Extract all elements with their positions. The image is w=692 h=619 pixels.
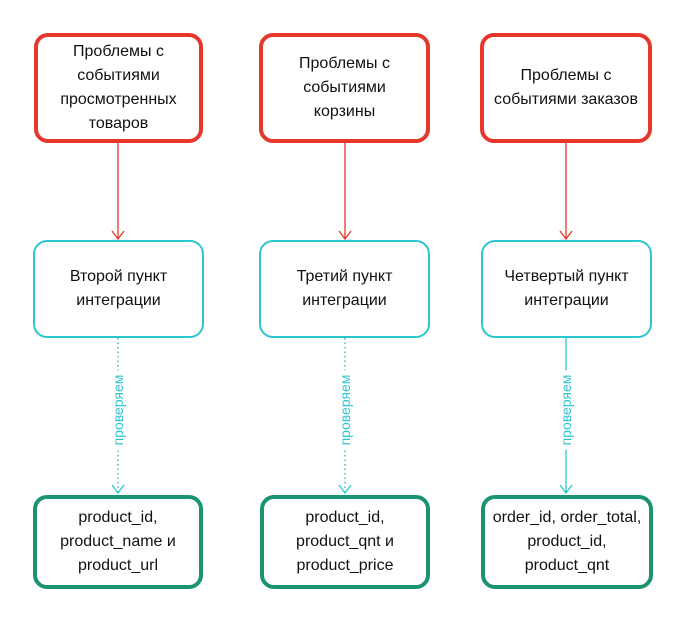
arrowhead-problem-to-step-1	[111, 230, 125, 241]
check-label-2: проверяем	[337, 370, 353, 450]
fields-text-3: order_id, order_total, product_id, produ…	[492, 509, 642, 574]
check-label-3: проверяем	[558, 370, 574, 450]
step-text-3: Четвертый пункт интеграции	[504, 268, 629, 309]
arrowhead-problem-to-step-3	[559, 230, 573, 241]
arrowhead-problem-to-step-2	[338, 230, 352, 241]
arrowhead-step-to-fields-3	[559, 484, 573, 495]
step-text-1: Второй пункт интеграции	[69, 268, 168, 309]
step-text-2: Третий пункт интеграции	[296, 268, 393, 309]
fields-text-2: product_id, product_qnt и product_price	[296, 509, 394, 574]
fields-box-orders: order_id, order_total, product_id, produ…	[481, 495, 653, 589]
problem-box-orders: Проблемы с событиями заказов	[480, 33, 652, 143]
problem-box-viewed-products: Проблемы с событиями просмотренных товар…	[34, 33, 203, 143]
fields-text-1: product_id, product_name и product_url	[60, 509, 176, 574]
arrowhead-step-to-fields-1	[111, 484, 125, 495]
step-box-second: Второй пункт интеграции	[33, 240, 204, 338]
problem-text-3: Проблемы с событиями заказов	[494, 67, 638, 108]
step-box-fourth: Четвертый пункт интеграции	[481, 240, 652, 338]
step-box-third: Третий пункт интеграции	[259, 240, 430, 338]
fields-box-viewed-products: product_id, product_name и product_url	[33, 495, 203, 589]
problem-text-2: Проблемы с событиями корзины	[299, 55, 390, 120]
problem-text-1: Проблемы с событиями просмотренных товар…	[60, 43, 177, 132]
problem-box-cart: Проблемы с событиями корзины	[259, 33, 430, 143]
check-label-1: проверяем	[110, 370, 126, 450]
fields-box-cart: product_id, product_qnt и product_price	[260, 495, 430, 589]
arrowhead-step-to-fields-2	[338, 484, 352, 495]
